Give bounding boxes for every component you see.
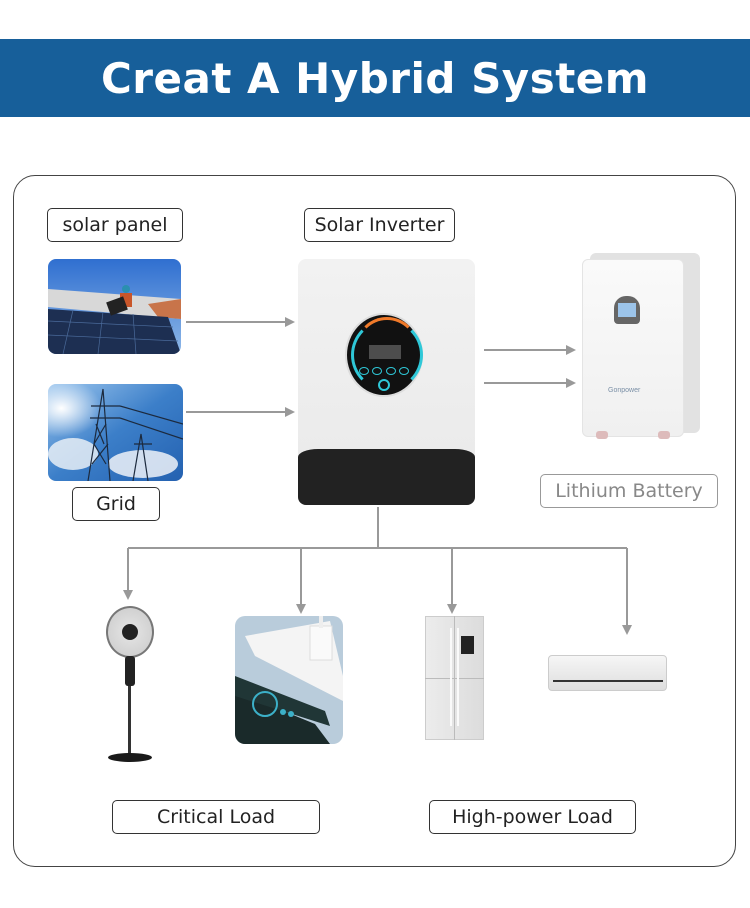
standing-fan-image	[104, 606, 156, 766]
page-title: Creat A Hybrid System	[100, 53, 650, 103]
battery-brand-text: Gonpower	[608, 387, 641, 394]
title-banner: Creat A Hybrid System	[0, 39, 750, 117]
power-icon	[378, 379, 390, 391]
critical-load-label: Critical Load	[112, 800, 320, 834]
inverter-display	[345, 313, 423, 397]
solar-panel-label: solar panel	[47, 208, 183, 242]
high-power-load-label: High-power Load	[429, 800, 636, 834]
air-conditioner-image	[548, 655, 667, 691]
phone-charger-image	[235, 616, 343, 744]
battery-display	[614, 296, 640, 324]
diagram-frame	[13, 175, 736, 867]
lithium-battery-label: Lithium Battery	[540, 474, 718, 508]
solar-panel-image	[48, 259, 181, 354]
lithium-battery-image: Gonpower	[582, 253, 700, 443]
solar-inverter-image	[298, 259, 475, 505]
solar-inverter-label: Solar Inverter	[304, 208, 455, 242]
grid-label: Grid	[72, 487, 160, 521]
refrigerator-image	[425, 616, 484, 740]
grid-image	[48, 384, 183, 481]
fridge-control-panel	[461, 636, 474, 654]
